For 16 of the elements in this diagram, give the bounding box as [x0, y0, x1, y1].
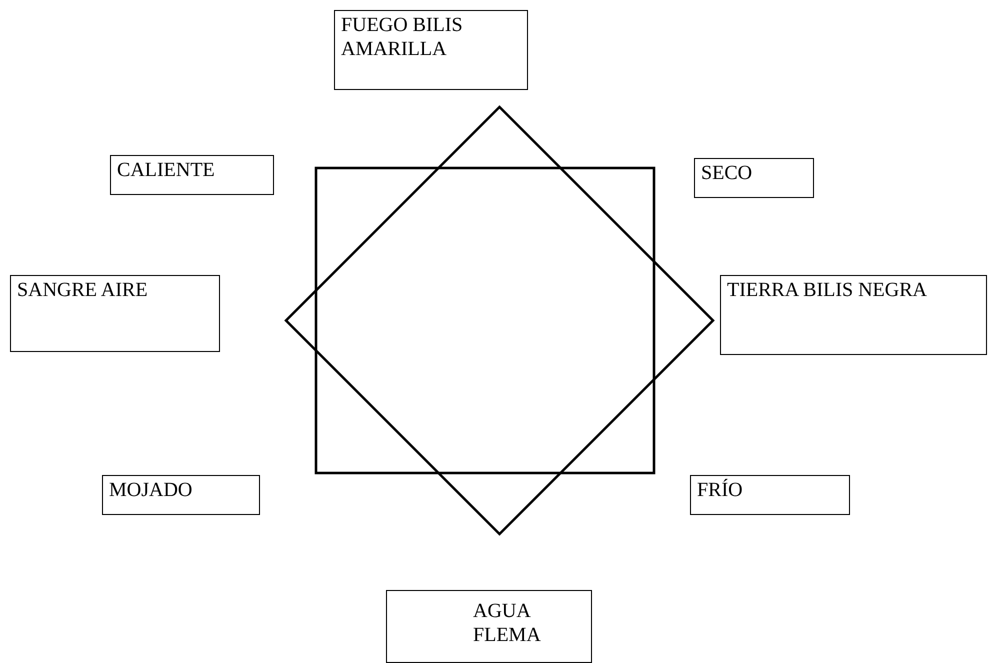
text-box [334, 10, 528, 90]
text-box [10, 275, 220, 352]
label-text: SANGRE AIRE [17, 278, 149, 302]
text-box [690, 475, 850, 515]
text-box [694, 158, 814, 198]
label-text: SECO [701, 161, 754, 185]
label-text: CALIENTE [117, 158, 216, 182]
label-text: AGUA FLEMA [473, 599, 542, 647]
text-box [102, 475, 260, 515]
label-text: MOJADO [109, 478, 194, 502]
label-text: FRÍO [697, 478, 744, 502]
text-box [110, 155, 274, 195]
label-text: TIERRA BILIS NEGRA [727, 278, 928, 302]
text-box [386, 590, 592, 663]
text-box [720, 275, 987, 355]
label-text: FUEGO BILIS AMARILLA [341, 13, 464, 61]
